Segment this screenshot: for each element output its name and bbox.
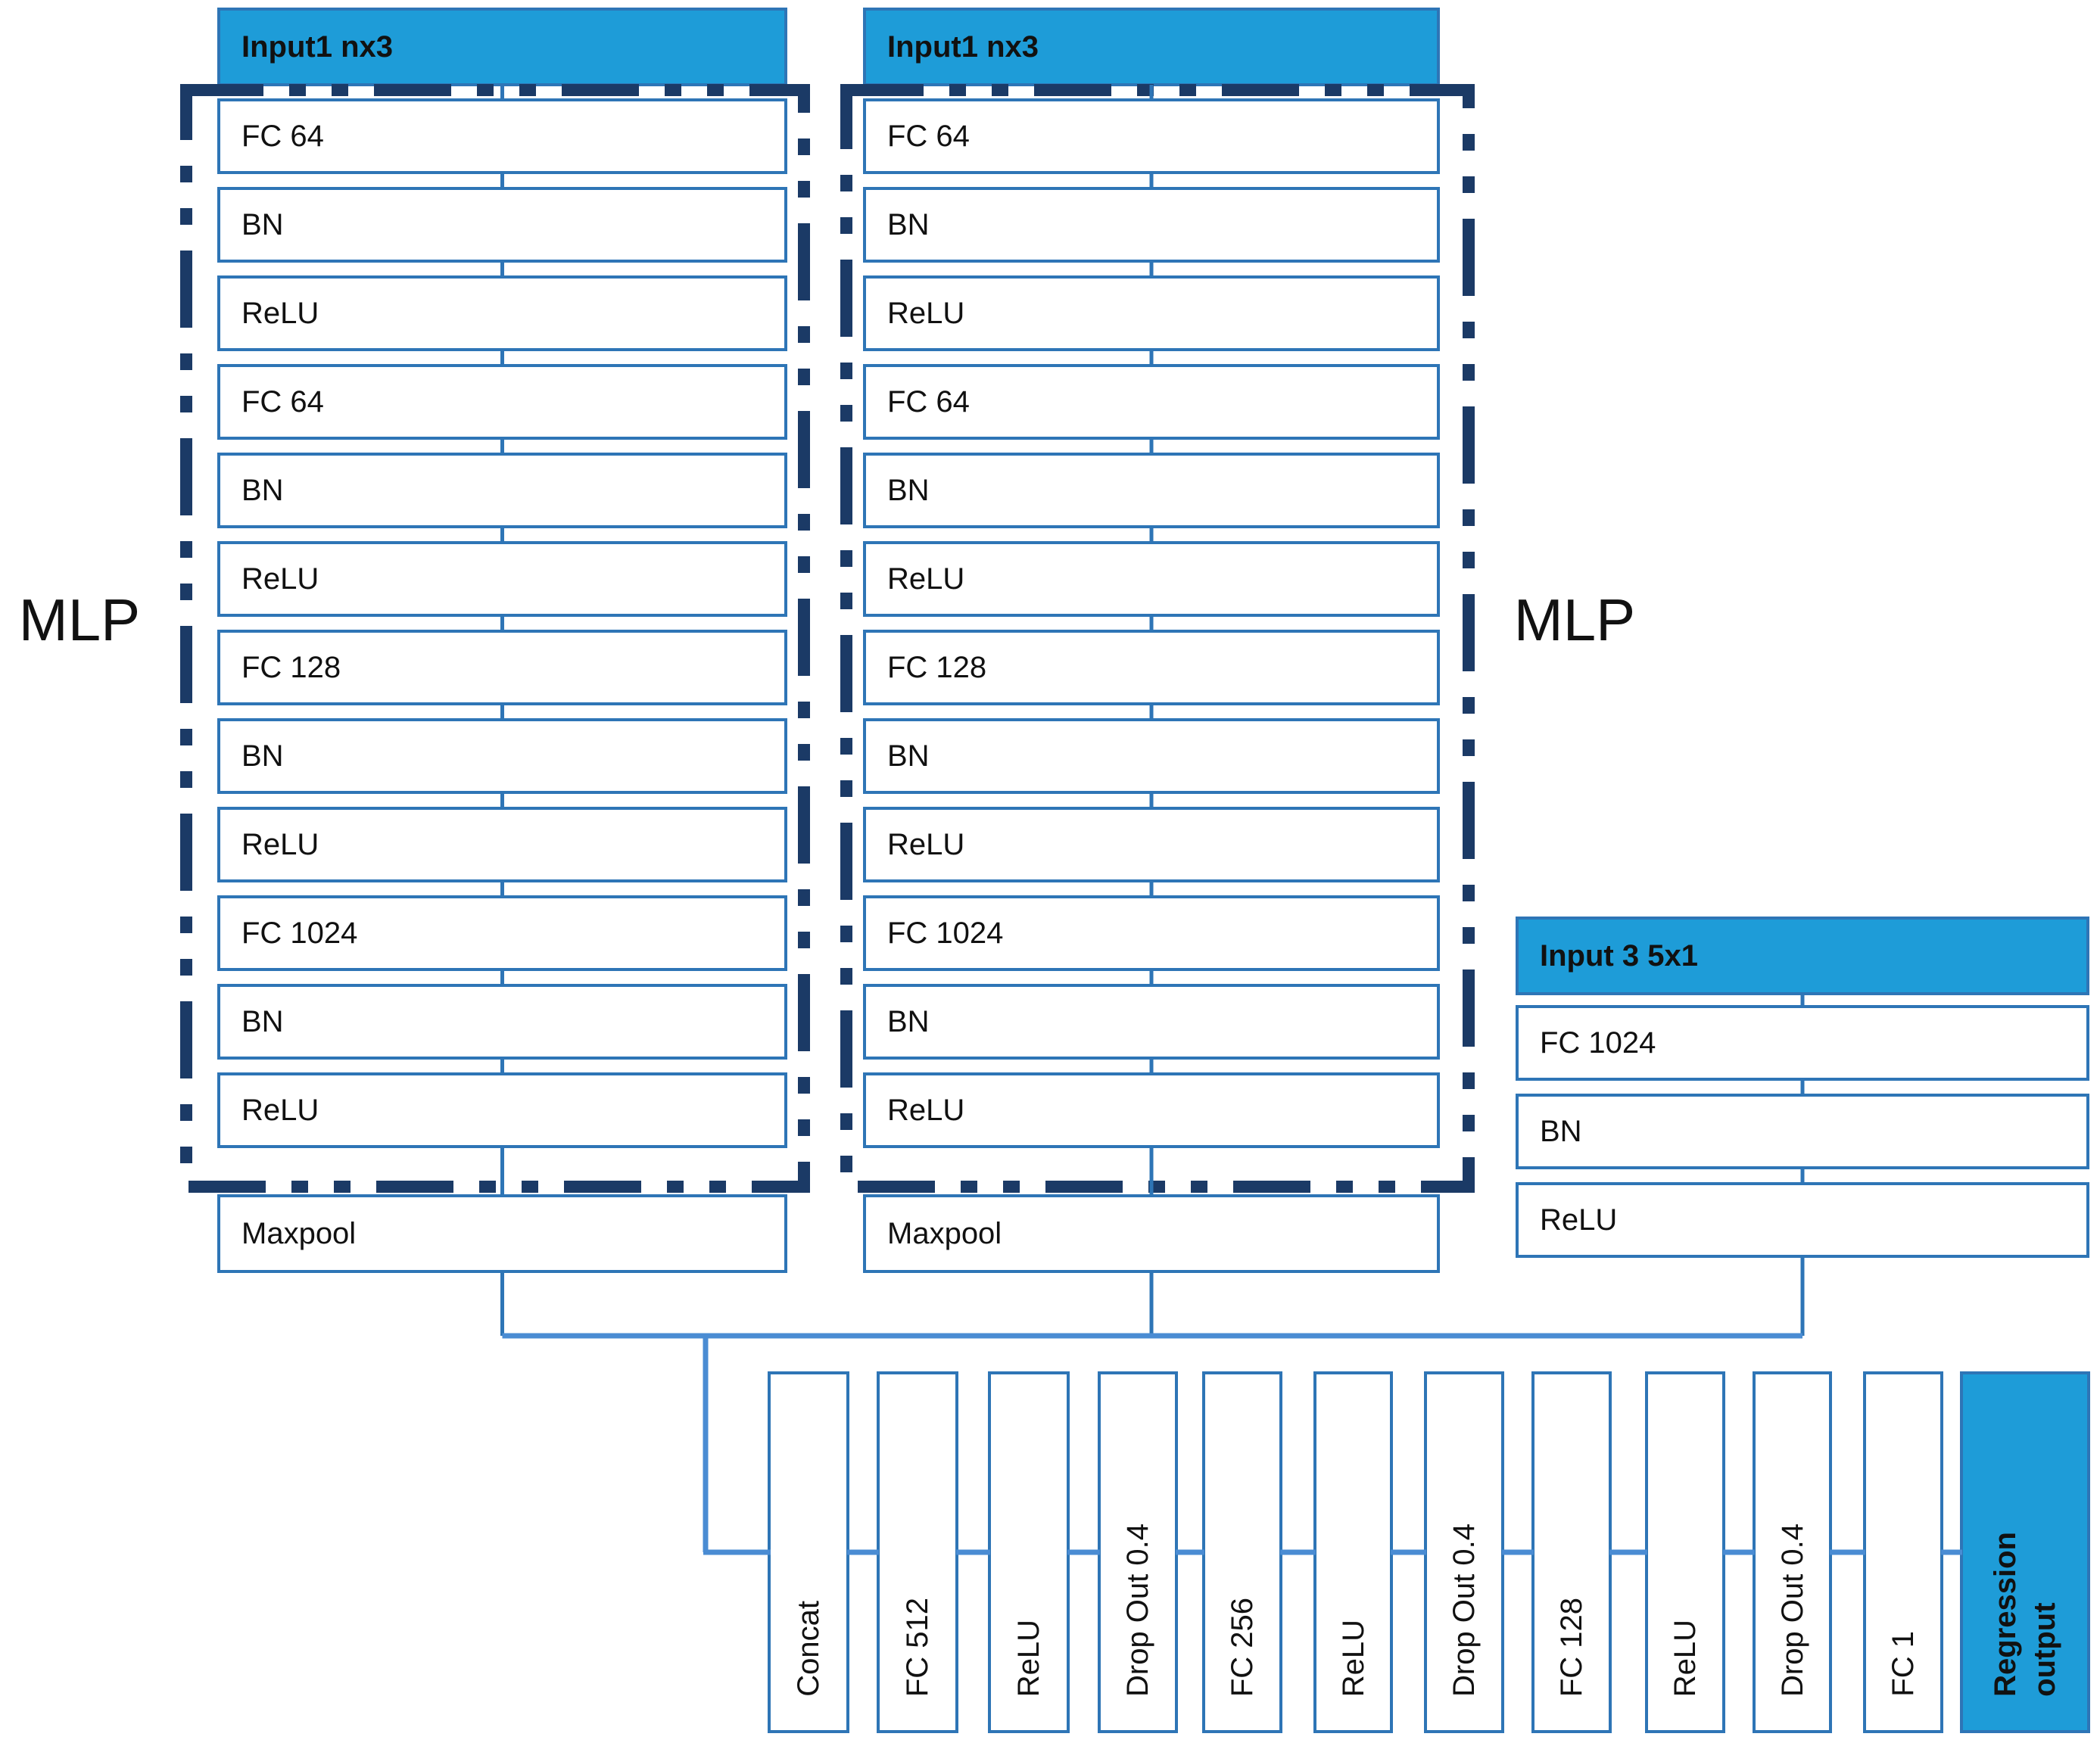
pipeline-box: ReLU [988,1371,1070,1733]
layer-box: BN [217,187,787,263]
layer-box: ReLU [863,1072,1440,1148]
layer-box: FC 64 [217,98,787,174]
pipeline-box: FC 1 [1863,1371,1943,1733]
layer-box: ReLU [863,541,1440,617]
layer-box: ReLU [217,275,787,351]
layer-box: ReLU [863,275,1440,351]
layer-box: ReLU [217,541,787,617]
layer-box: ReLU [863,807,1440,882]
layer-box: BN [863,984,1440,1060]
layer-box: FC 64 [863,98,1440,174]
pipeline-box: Drop Out 0.4 [1098,1371,1178,1733]
pipeline-label: Drop Out 0.4 [1121,1523,1154,1697]
layer-box: FC 128 [863,630,1440,705]
pipeline-box: ReLU [1313,1371,1393,1733]
input-header-2: Input1 nx3 [863,8,1440,86]
layer-box: FC 1024 [863,895,1440,971]
mlp-label-right: MLP [1513,586,1636,653]
pipeline-box: ReLU [1645,1371,1725,1733]
layer-box: FC 64 [217,364,787,440]
input-header-1: Input1 nx3 [217,8,787,86]
layer-box: FC 1024 [1516,1005,2089,1081]
layer-box: BN [217,984,787,1060]
layer-box: BN [1516,1094,2089,1169]
layer-box: BN [217,453,787,528]
maxpool-box: Maxpool [217,1194,787,1273]
layer-box: BN [863,718,1440,794]
regression-output-box: Regression output [1960,1371,2090,1733]
pipeline-label: FC 512 [901,1597,934,1697]
pipeline-box: Drop Out 0.4 [1424,1371,1504,1733]
pipeline-label: FC 256 [1226,1597,1259,1697]
pipeline-box: FC 256 [1202,1371,1282,1733]
layer-box: ReLU [217,807,787,882]
layer-box: FC 128 [217,630,787,705]
pipeline-label: Drop Out 0.4 [1775,1523,1809,1697]
pipeline-label: ReLU [1336,1619,1370,1697]
pipeline-box: FC 128 [1531,1371,1612,1733]
pipeline-label: ReLU [1668,1619,1702,1697]
layer-box: BN [863,187,1440,263]
pipeline-label: Regression output [1989,1532,2061,1697]
layer-box: FC 64 [863,364,1440,440]
mlp-label-left: MLP [18,586,141,653]
layer-box: BN [863,453,1440,528]
layer-box: FC 1024 [217,895,787,971]
pipeline-label: Drop Out 0.4 [1447,1523,1481,1697]
input-header-3: Input 3 5x1 [1516,917,2089,995]
pipeline-label: Concat [792,1601,825,1697]
pipeline-label: FC 128 [1555,1597,1588,1697]
layer-box: ReLU [217,1072,787,1148]
pipeline-box: Drop Out 0.4 [1753,1371,1832,1733]
pipeline-label: ReLU [1012,1619,1045,1697]
layer-box: BN [217,718,787,794]
pipeline-box: Concat [768,1371,849,1733]
layer-box: ReLU [1516,1182,2089,1258]
maxpool-box: Maxpool [863,1194,1440,1273]
pipeline-box: FC 512 [877,1371,958,1733]
pipeline-label: FC 1 [1887,1631,1920,1697]
